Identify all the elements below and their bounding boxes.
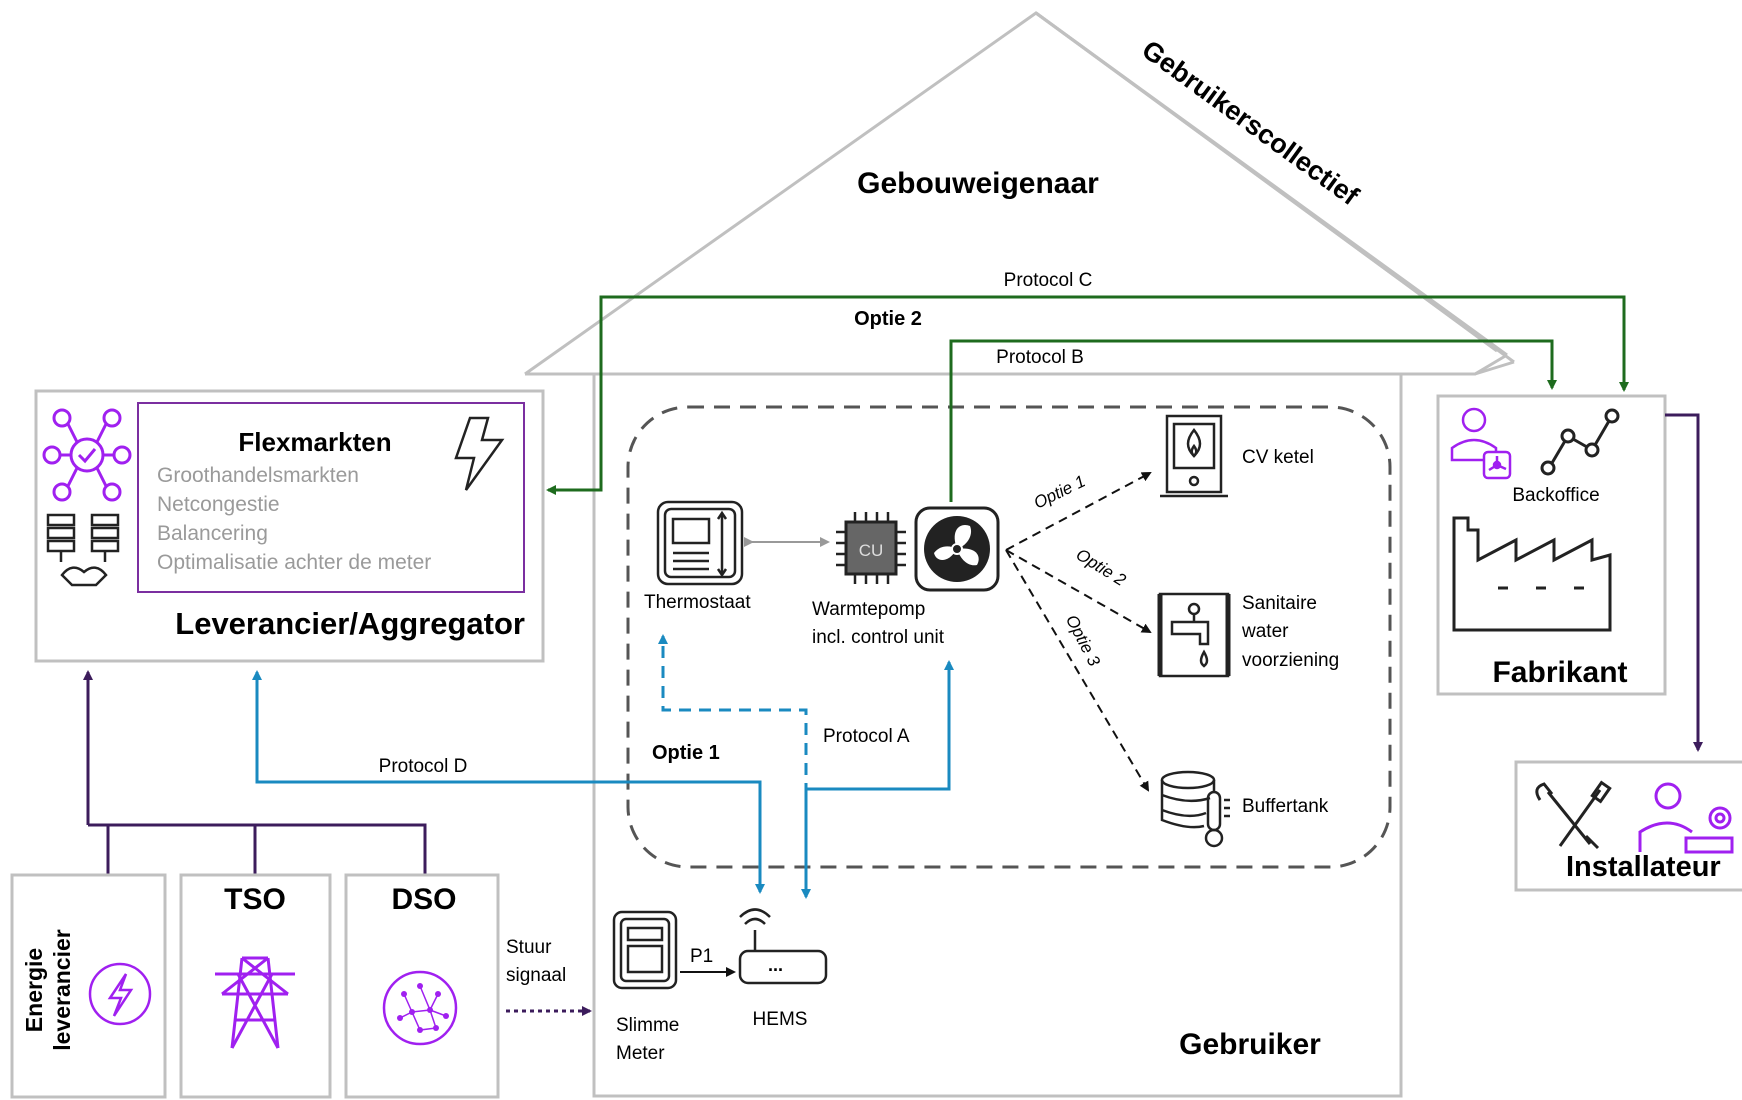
system-boundary bbox=[626, 405, 1392, 869]
device-option-2-label: Optie 2 bbox=[1073, 545, 1130, 590]
thermostat-label: Thermostaat bbox=[644, 592, 751, 613]
server-handshake-icon bbox=[46, 513, 120, 587]
sanitary-label-line2: water bbox=[1241, 621, 1289, 642]
protocol-c-label: Protocol C bbox=[1004, 270, 1093, 291]
flexmarkets-title: Flexmarkten bbox=[238, 427, 391, 457]
thermostat-hems-link bbox=[658, 634, 808, 895]
dso-label: DSO bbox=[391, 883, 456, 916]
flexmarkets-item: Optimalisatie achter de meter bbox=[157, 551, 431, 574]
protocol-d-link bbox=[252, 670, 762, 890]
tools-icon bbox=[1535, 780, 1612, 850]
sanitary-label-line1: Sanitaire bbox=[1242, 593, 1317, 614]
cv-boiler-label: CV ketel bbox=[1242, 447, 1314, 468]
flexmarkets-item: Groothandelsmarkten bbox=[157, 464, 359, 487]
hems-router-icon bbox=[738, 908, 828, 985]
energy-supplier-box bbox=[10, 873, 167, 1099]
smart-meter-label-line2: Meter bbox=[616, 1043, 665, 1064]
cpu-chip-label: CU bbox=[859, 541, 884, 560]
flexmarkets-box bbox=[137, 402, 525, 593]
smart-meter-icon bbox=[612, 910, 678, 990]
backoffice-nodes-icon bbox=[1540, 408, 1620, 476]
user-label: Gebruiker bbox=[1179, 1028, 1321, 1061]
house-body bbox=[592, 372, 1403, 1098]
aggregator-box bbox=[34, 389, 545, 663]
energy-supplier-label-line2: leverancier bbox=[49, 929, 75, 1051]
installer-box bbox=[1514, 760, 1742, 892]
protocol-b-label: Protocol B bbox=[996, 347, 1084, 368]
thermostat-icon bbox=[656, 500, 744, 586]
user-fan-icon bbox=[1450, 407, 1512, 480]
buffertank-icon bbox=[1160, 770, 1230, 848]
tso-label: TSO bbox=[224, 883, 286, 916]
energy-supplier-label-line1: Energie bbox=[21, 948, 47, 1032]
collective-label: Gebruikerscollectief bbox=[1136, 34, 1364, 211]
p1-label: P1 bbox=[690, 946, 713, 967]
heatpump-label-line1: Warmtepomp bbox=[812, 599, 925, 620]
protocol-b-link bbox=[949, 339, 1557, 502]
cv-boiler-icon bbox=[1160, 414, 1228, 498]
device-option-3-label: Optie 3 bbox=[1062, 612, 1104, 670]
manufacturer-title: Fabrikant bbox=[1492, 656, 1627, 689]
optie-2-label: Optie 2 bbox=[854, 308, 922, 330]
tso-box bbox=[179, 873, 332, 1099]
device-option-links bbox=[1005, 472, 1152, 792]
steer-signal-label-line2: signaal bbox=[506, 965, 566, 986]
hems-label: HEMS bbox=[753, 1009, 808, 1030]
manufacturer-installer-link bbox=[1665, 413, 1703, 752]
installer-title: Installateur bbox=[1566, 851, 1721, 883]
backoffice-label: Backoffice bbox=[1512, 485, 1599, 506]
factory-icon bbox=[1452, 516, 1612, 632]
device-option-1-label: Optie 1 bbox=[1031, 472, 1089, 513]
manufacturer-box bbox=[1436, 394, 1667, 696]
power-pylon-icon bbox=[215, 956, 295, 1049]
owner-label: Gebouweigenaar bbox=[857, 167, 1099, 200]
protocol-c-link bbox=[546, 295, 1626, 495]
distribution-network-icon bbox=[382, 970, 458, 1046]
sanitary-label-line3: voorziening bbox=[1242, 650, 1339, 671]
sanitary-water-icon bbox=[1157, 592, 1231, 678]
dso-box bbox=[344, 873, 500, 1099]
network-check-icon bbox=[42, 408, 132, 502]
protocol-d-label: Protocol D bbox=[379, 756, 468, 777]
protocol-a-link bbox=[804, 660, 954, 895]
energy-bolt-icon bbox=[88, 962, 152, 1026]
hems-dots: ... bbox=[768, 955, 783, 975]
lightning-icon bbox=[454, 416, 505, 491]
heatpump-label-line2: incl. control unit bbox=[812, 627, 945, 648]
cpu-chip-icon bbox=[836, 512, 906, 584]
grid-parties-link bbox=[106, 823, 427, 875]
smart-meter-label-line1: Slimme bbox=[616, 1015, 679, 1036]
protocol-a-label: Protocol A bbox=[823, 726, 910, 747]
user-gear-icon bbox=[1638, 782, 1734, 854]
steer-signal-label-line1: Stuur bbox=[506, 937, 552, 958]
heatpump-fan-icon bbox=[914, 506, 1000, 592]
flexmarkets-item: Balancering bbox=[157, 522, 268, 545]
optie-1-label: Optie 1 bbox=[652, 742, 720, 764]
aggregator-title: Leverancier/Aggregator bbox=[175, 606, 525, 641]
flexmarkets-item: Netcongestie bbox=[157, 493, 280, 516]
buffertank-label: Buffertank bbox=[1242, 796, 1329, 817]
